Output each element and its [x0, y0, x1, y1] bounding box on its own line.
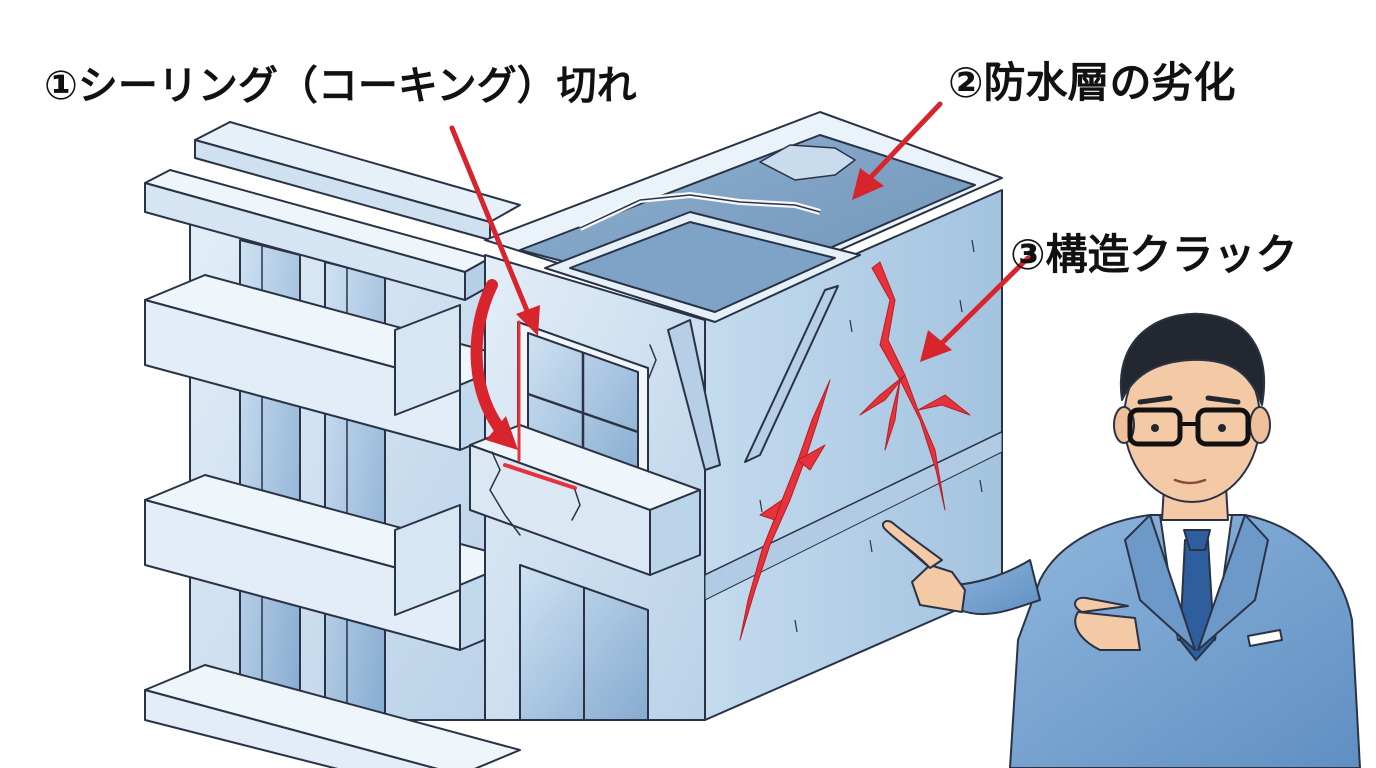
businessman-figure: [882, 312, 1361, 768]
label-waterproof-degradation: ②防水層の劣化: [948, 58, 1236, 107]
arrow-1-sealing: [449, 125, 540, 450]
surface-scratch-marks: [759, 239, 983, 633]
arrow-3-crack: [920, 255, 1031, 362]
arrow-2-waterproof: [852, 101, 943, 200]
label-sealing-failure: ①シーリング（コーキング）切れ: [44, 63, 637, 109]
label-structural-crack: ③構造クラック: [1010, 230, 1298, 279]
main-front-facade: [469, 254, 706, 721]
left-building-block: [144, 121, 521, 768]
sealing-failure-marks: [489, 320, 657, 536]
structural-cracks: [739, 261, 971, 641]
